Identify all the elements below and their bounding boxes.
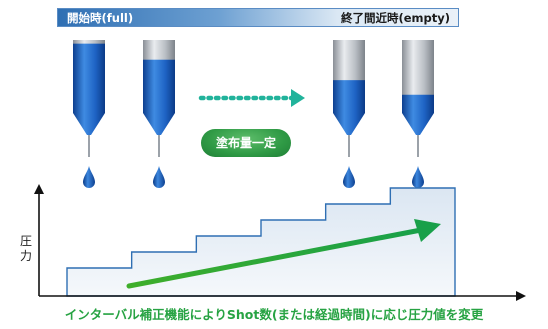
x-axis-arrowhead bbox=[516, 291, 526, 301]
syringe-full bbox=[73, 40, 105, 188]
y-axis-arrowhead bbox=[34, 184, 44, 194]
droplet-icon bbox=[83, 166, 95, 188]
y-axis-label: 圧力 bbox=[19, 234, 32, 263]
state-header-bar: 開始時(full) 終了間近時(empty) bbox=[57, 8, 459, 27]
pressure-trend-arrow bbox=[126, 227, 424, 289]
transition-arrow bbox=[198, 89, 305, 107]
syringe-empty bbox=[333, 40, 365, 188]
pressure-graph bbox=[34, 184, 526, 301]
start-state-label: 開始時(full) bbox=[67, 11, 134, 25]
end-state-label: 終了間近時(empty) bbox=[340, 11, 450, 25]
syringe-tip bbox=[143, 113, 175, 135]
droplet-icon bbox=[343, 166, 355, 188]
droplet-icon bbox=[412, 166, 424, 188]
syringe-empty bbox=[402, 40, 434, 188]
syringe-liquid bbox=[333, 80, 365, 113]
syringe-full bbox=[143, 40, 175, 188]
syringe-tip bbox=[73, 113, 105, 135]
syringe-tip bbox=[402, 113, 434, 135]
trend-arrowhead bbox=[414, 219, 441, 242]
droplet-icon bbox=[153, 166, 165, 188]
constant-amount-badge: 塗布量一定 bbox=[201, 129, 291, 157]
syringe-liquid bbox=[143, 59, 175, 113]
diagram-caption: インターバル補正機能によりShot数(または経過時間)に応じ圧力値を変更 bbox=[64, 307, 484, 322]
pressure-step-profile bbox=[66, 187, 456, 297]
syringe-liquid bbox=[73, 43, 105, 113]
syringe-tip bbox=[333, 113, 365, 135]
syringe-liquid bbox=[402, 94, 434, 113]
